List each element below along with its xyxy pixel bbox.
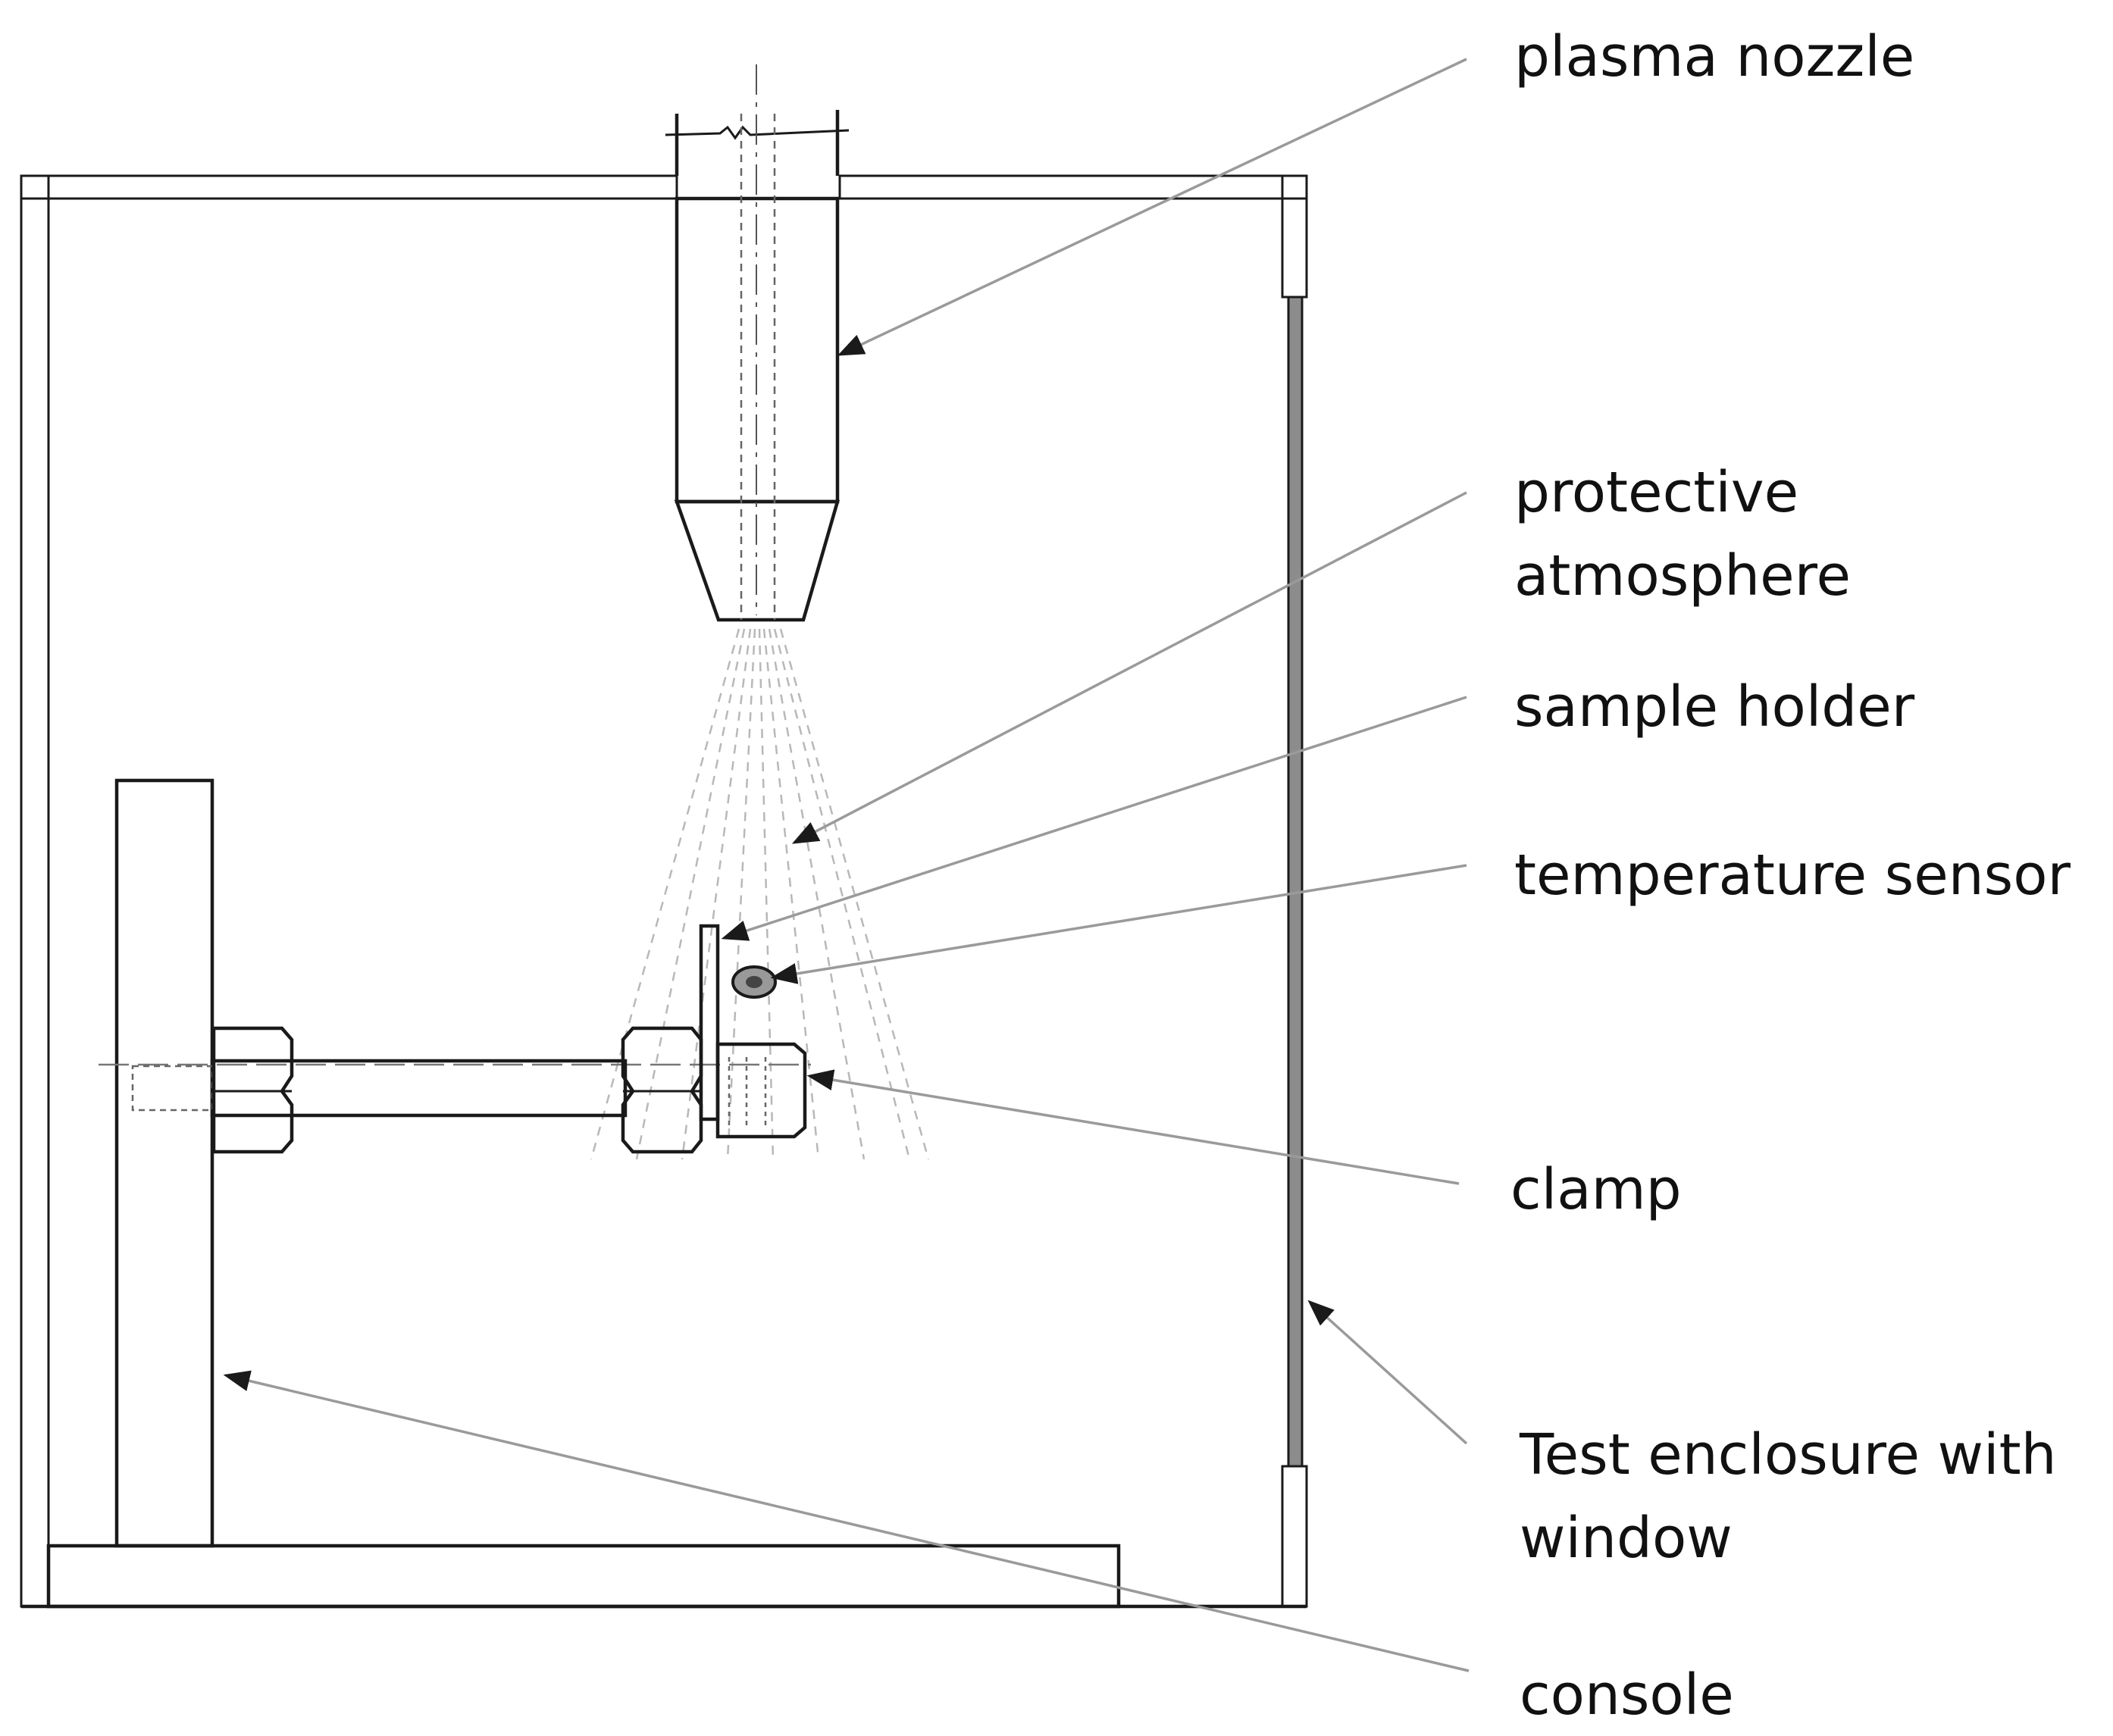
label-plasma-nozzle: plasma nozzle — [1514, 24, 1914, 89]
leader-console — [223, 1370, 1470, 1672]
console-column — [114, 778, 214, 1548]
leader-clamp — [806, 1069, 1460, 1185]
enclosure-top-wall-right — [838, 174, 1308, 200]
labels: plasma nozzle protective atmosphere samp… — [1510, 24, 2071, 1728]
leader-sample-holder — [721, 696, 1467, 941]
label-clamp: clamp — [1510, 1157, 1682, 1222]
rod-in-column — [131, 1065, 214, 1112]
console — [46, 778, 1121, 1609]
nozzle-tip — [674, 499, 840, 622]
label-temperature-sensor: temperature sensor — [1514, 843, 2071, 908]
label-sample-holder: sample holder — [1514, 674, 1915, 740]
clamp-block — [715, 1042, 807, 1139]
test-enclosure — [20, 174, 1308, 1609]
sample-holder-plate — [699, 924, 720, 1121]
nut-left — [211, 1026, 294, 1154]
enclosure-right-wall-lower — [1281, 1465, 1308, 1608]
enclosure-left-wall — [20, 174, 50, 1608]
enclosure-top-wall-left — [20, 174, 678, 200]
plasma-spray — [590, 628, 930, 1160]
leader-lines — [223, 58, 1470, 1672]
plasma-nozzle — [665, 64, 850, 622]
leader-protective-atmosphere — [791, 491, 1467, 844]
sample-assembly — [99, 924, 811, 1154]
leader-temperature-sensor — [770, 864, 1467, 984]
enclosure-right-wall-upper — [1281, 174, 1308, 299]
label-protective-atmosphere-line2: atmosphere — [1514, 543, 1851, 608]
label-test-enclosure-line2: window — [1520, 1506, 1733, 1571]
label-test-enclosure-line1: Test enclosure with — [1519, 1422, 2057, 1487]
enclosure-window — [1287, 296, 1304, 1468]
threaded-rod — [210, 1059, 628, 1118]
label-protective-atmosphere-line1: protective — [1514, 460, 1798, 525]
leader-test-enclosure — [1307, 1300, 1468, 1445]
leader-plasma-nozzle — [837, 58, 1467, 356]
console-base — [46, 1544, 1121, 1609]
nozzle-break-line — [665, 125, 850, 140]
label-console: console — [1520, 1662, 1734, 1728]
